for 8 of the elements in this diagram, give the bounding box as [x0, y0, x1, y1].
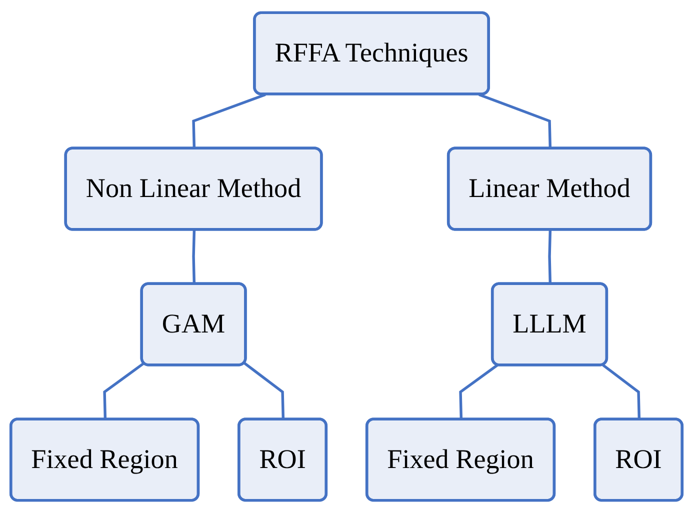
- connector: [459, 364, 498, 420]
- connector: [244, 362, 285, 420]
- connector: [478, 93, 552, 149]
- connector: [548, 230, 552, 284]
- connector: [602, 364, 641, 420]
- connector: [103, 362, 145, 420]
- connector: [192, 93, 266, 149]
- connector: [192, 230, 196, 284]
